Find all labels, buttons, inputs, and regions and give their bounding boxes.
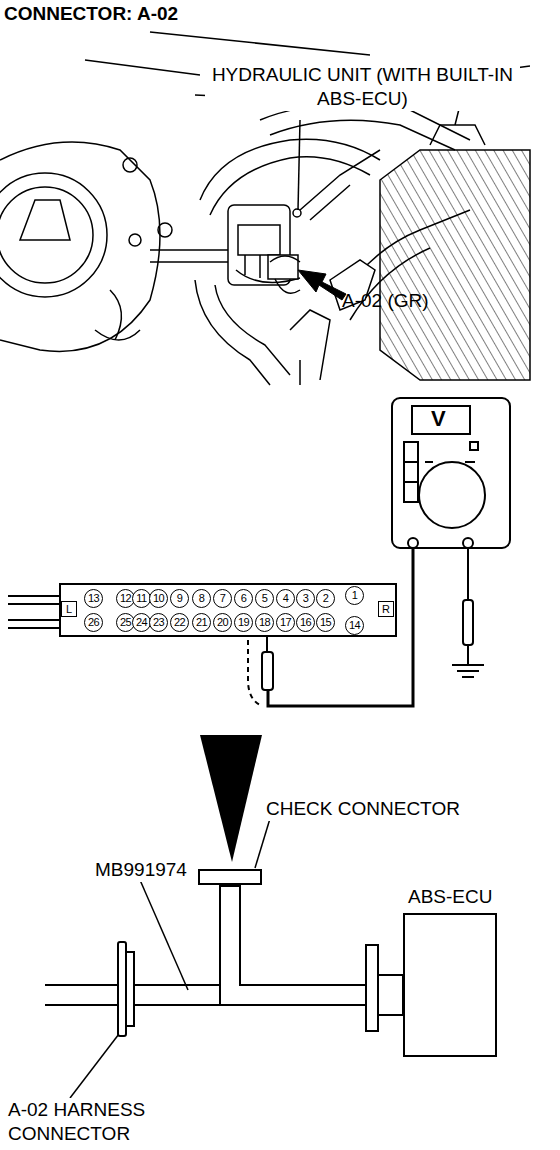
pin-number: 3: [296, 589, 315, 608]
pin-number: 9: [170, 589, 189, 608]
part-label: HYDRAULIC UNIT (WITH BUILT-IN ABS-ECU): [205, 63, 520, 111]
part-label: MB991974: [95, 858, 187, 882]
side-mark: L: [61, 601, 77, 617]
meter-unit: V: [431, 407, 446, 431]
leader-lines: [70, 812, 272, 1098]
pin-number: 19: [234, 613, 253, 632]
pin-number: 1: [345, 586, 364, 605]
part-label: A-02 HARNESS CONNECTOR: [8, 1098, 208, 1146]
pin-number: 26: [84, 613, 103, 632]
node-label: CHECK CONNECTOR: [264, 797, 462, 821]
pin-number: 22: [170, 613, 189, 632]
side-mark: R: [378, 601, 394, 617]
pin-number: 21: [192, 613, 211, 632]
pointer-arrow: [298, 270, 346, 300]
pin-number: 14: [345, 616, 364, 635]
engine-bay: [0, 32, 530, 385]
pin-number: 2: [316, 589, 335, 608]
node-label: ABS-ECU: [406, 885, 494, 909]
pin-number: 4: [276, 589, 295, 608]
multimeter: [392, 398, 510, 548]
connector-face: [8, 584, 396, 636]
pin-number: 20: [213, 613, 232, 632]
pin-number: 16: [296, 613, 315, 632]
pin-number: 6: [234, 589, 253, 608]
title: CONNECTOR: A-02: [4, 2, 178, 26]
pin-number: 7: [213, 589, 232, 608]
pin-number: 23: [149, 613, 168, 632]
pin-number: 13: [84, 589, 103, 608]
pin-number: 15: [316, 613, 335, 632]
pin-number: 17: [276, 613, 295, 632]
check-connector: CHECK CONNECTOR: [198, 869, 262, 885]
pin-number: 8: [192, 589, 211, 608]
pin-number: 5: [255, 589, 274, 608]
pin-number: 18: [255, 613, 274, 632]
pin-number: 10: [149, 589, 168, 608]
arrow-triangle: [200, 735, 262, 862]
harness-flange: [118, 942, 403, 1036]
part-label: A-02 (GR): [342, 289, 429, 313]
ecu-box: ABS-ECU: [403, 913, 497, 1057]
harness: [44, 995, 241, 996]
